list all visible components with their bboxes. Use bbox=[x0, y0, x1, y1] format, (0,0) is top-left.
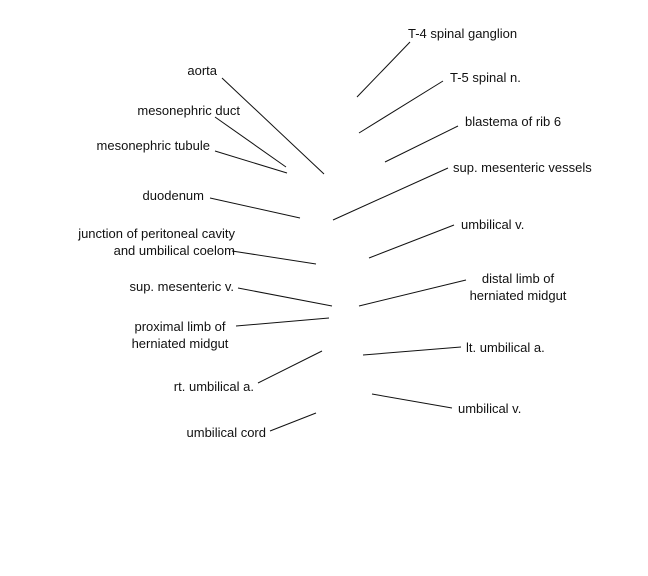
label-distal-limb: distal limb of herniated midgut bbox=[462, 270, 574, 304]
label-sup-mesenteric-v: sup. mesenteric v. bbox=[129, 279, 234, 294]
label-distal-line-1: distal limb of bbox=[481, 271, 555, 286]
label-rt-umbilical-a: rt. umbilical a. bbox=[173, 379, 254, 394]
label-distal-line-2: herniated midgut bbox=[469, 288, 567, 303]
leader-t4-spinal-ganglion bbox=[356, 41, 411, 98]
leader-mesonephric-duct bbox=[214, 116, 287, 168]
label-lt-umbilical-a: lt. umbilical a. bbox=[466, 340, 545, 355]
label-proximal-line-1: proximal limb of bbox=[134, 319, 226, 334]
label-duodenum: duodenum bbox=[142, 188, 204, 203]
leader-sup-mesenteric-v bbox=[237, 287, 333, 307]
leader-duodenum bbox=[209, 197, 301, 219]
label-proximal-line-2: herniated midgut bbox=[131, 336, 229, 351]
label-junction-peritoneal: junction of peritoneal cavity and umbili… bbox=[78, 225, 235, 259]
label-umbilical-cord: umbilical cord bbox=[186, 425, 266, 440]
leader-aorta bbox=[221, 77, 325, 175]
leader-sup-mesenteric-vessels bbox=[332, 167, 449, 221]
leader-umbilical-v-lower bbox=[371, 393, 453, 409]
leader-blastema-rib-6 bbox=[384, 125, 459, 163]
label-umbilical-v-upper: umbilical v. bbox=[461, 217, 525, 232]
label-umbilical-v-lower: umbilical v. bbox=[458, 401, 522, 416]
label-t4-spinal-ganglion: T-4 spinal ganglion bbox=[408, 26, 518, 41]
leader-proximal-limb bbox=[235, 317, 330, 327]
label-mesonephric-tubule: mesonephric tubule bbox=[96, 138, 210, 153]
label-sup-mesenteric-vessels: sup. mesenteric vessels bbox=[453, 160, 592, 175]
label-junction-line-1: junction of peritoneal cavity bbox=[78, 226, 235, 241]
leader-t5-spinal-nerve bbox=[358, 80, 444, 134]
label-proximal-limb: proximal limb of herniated midgut bbox=[124, 318, 236, 352]
label-junction-line-2: and umbilical coelom bbox=[113, 243, 235, 258]
label-t5-spinal-nerve: T-5 spinal n. bbox=[450, 70, 521, 85]
leader-mesonephric-tubule bbox=[214, 150, 288, 174]
leader-umbilical-v-upper bbox=[368, 224, 455, 259]
leader-umbilical-cord bbox=[269, 412, 317, 432]
leader-distal-limb bbox=[358, 279, 467, 307]
label-mesonephric-duct: mesonephric duct bbox=[137, 103, 240, 118]
leader-junction-peritoneal bbox=[231, 250, 317, 265]
label-blastema-rib-6: blastema of rib 6 bbox=[465, 114, 562, 129]
leader-rt-umbilical-a bbox=[257, 350, 323, 384]
leader-lt-umbilical-a bbox=[362, 346, 462, 356]
label-aorta: aorta bbox=[187, 63, 217, 78]
